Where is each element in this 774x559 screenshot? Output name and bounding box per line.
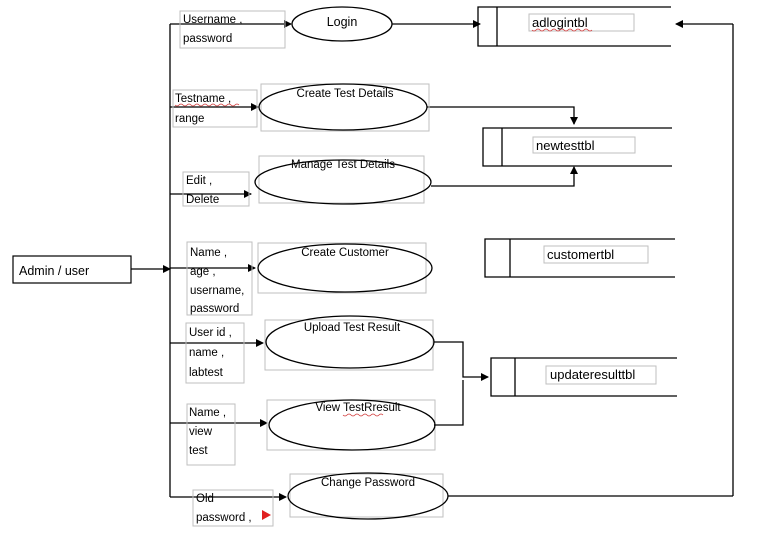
process-create-customer: Create Customer (257, 242, 433, 294)
connector-lines (131, 20, 734, 501)
input-change-password-line: Old (196, 493, 214, 505)
process-manage-test-label: Manage Test Details (291, 159, 395, 171)
process-upload-result-label: Upload Test Result (304, 322, 401, 334)
process-view-result-label: View TestRresult (315, 402, 401, 414)
process-view-result: View TestRresult (266, 399, 436, 451)
process-manage-test: Manage Test Details (254, 155, 432, 205)
input-login-line: password (183, 33, 232, 45)
input-view-result: Name , view test (186, 403, 236, 466)
store-adlogintbl: adlogintbl (477, 6, 671, 47)
input-view-result-line: Name , (189, 407, 226, 419)
process-login: Login (291, 6, 393, 42)
admin-user-label: Admin / user (19, 264, 89, 278)
store-newtesttbl-label: newtesttbl (536, 138, 595, 153)
input-create-customer: Name , age , username, password (186, 241, 253, 316)
input-upload-result: User id , name , labtest (185, 322, 245, 384)
input-create-test-line: range (175, 113, 204, 125)
input-manage-test-line: Edit , (186, 175, 212, 187)
process-create-customer-label: Create Customer (301, 247, 389, 259)
input-view-result-line: view (189, 426, 213, 438)
input-manage-test: Edit , Delete (182, 171, 250, 207)
input-view-result-line: test (189, 445, 208, 457)
red-marker-icon (262, 510, 271, 520)
store-customertbl: customertbl (484, 238, 675, 278)
input-change-password-line: password , (196, 512, 252, 524)
process-change-password: Change Password (287, 472, 449, 520)
input-login: Username , password (179, 10, 286, 49)
process-login-label: Login (327, 15, 358, 29)
process-create-test-label: Create Test Details (297, 88, 394, 100)
admin-user-entity: Admin / user (12, 255, 132, 284)
process-create-test: Create Test Details (258, 83, 430, 132)
input-upload-result-line: labtest (189, 367, 224, 379)
store-customertbl-label: customertbl (547, 247, 614, 262)
input-upload-result-line: User id , (189, 327, 232, 339)
store-newtesttbl: newtesttbl (482, 127, 672, 167)
store-adlogintbl-label: adlogintbl (532, 15, 588, 30)
input-create-customer-line: age , (190, 266, 216, 278)
input-manage-test-line: Delete (186, 194, 219, 206)
input-create-customer-line: Name , (190, 247, 227, 259)
store-updateresulttbl-label: updateresulttbl (550, 367, 635, 382)
input-change-password: Old password , (192, 489, 274, 527)
process-change-password-label: Change Password (321, 477, 415, 489)
input-create-test: Testname , range (172, 89, 258, 128)
input-create-customer-line: password (190, 303, 239, 315)
input-create-test-line: Testname , (175, 93, 231, 105)
input-upload-result-line: name , (189, 347, 224, 359)
store-updateresulttbl: updateresulttbl (490, 357, 677, 397)
input-login-line: Username , (183, 14, 242, 26)
process-upload-result: Upload Test Result (264, 315, 435, 371)
input-create-customer-line: username, (190, 285, 244, 297)
